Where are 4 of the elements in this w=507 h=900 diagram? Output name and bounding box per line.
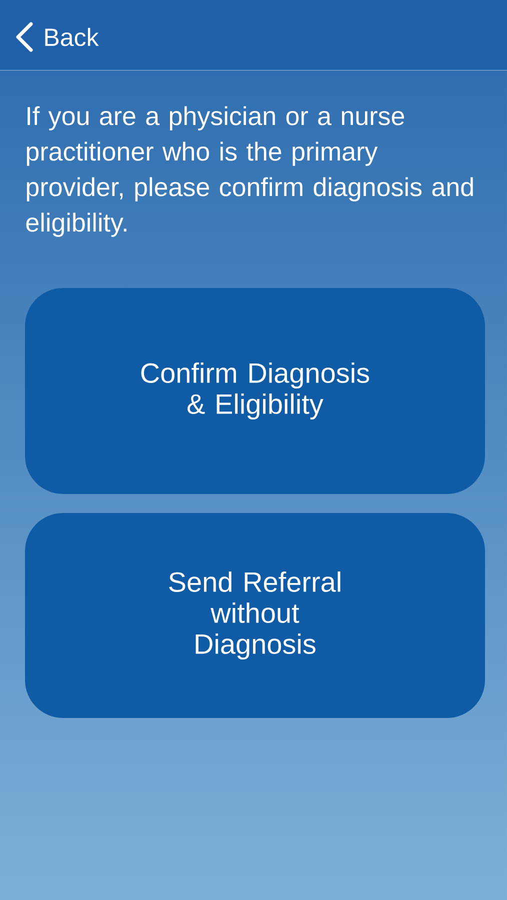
action-button: Send Referral without Diagnosis: [25, 513, 485, 718]
action-button: Confirm Diagnosis & Eligibility: [25, 288, 485, 494]
instruction-text: If you are a physician or a nurse practitioner who is the primary provider, please confirm diagnosis and eligibility.: [26, 106, 473, 237]
back-button: Back: [16, 22, 99, 52]
